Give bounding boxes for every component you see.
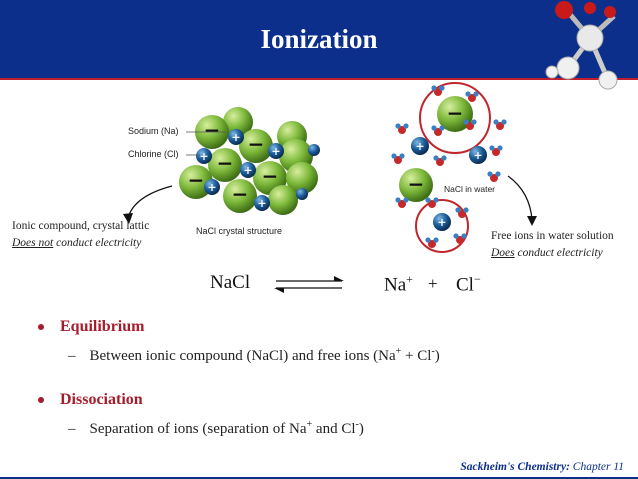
bullet-heading-row: Equilibrium — [38, 318, 598, 336]
bullet-list: Equilibrium –Between ionic compound (NaC… — [38, 318, 598, 438]
footer-line — [0, 477, 638, 479]
subtext-part: Between ionic compound (NaCl) and free i… — [89, 348, 396, 364]
bullet-dot — [38, 324, 44, 330]
svg-text:−: − — [217, 151, 234, 175]
label-nacl-in-water: NaCl in water — [444, 184, 496, 194]
svg-text:+: + — [199, 150, 208, 163]
svg-text:+: + — [271, 145, 280, 158]
footer-citation: Sackheim's Chemistry: Chapter 11 — [460, 461, 624, 473]
label-crystal-structure: NaCl crystal structure — [196, 226, 283, 236]
svg-text:−: − — [262, 164, 279, 188]
cation-symbol: Na — [384, 274, 407, 296]
svg-text:−: − — [447, 101, 464, 125]
subtext-part: and Cl — [312, 421, 356, 437]
bullet-heading: Equilibrium — [60, 318, 145, 335]
label-sodium: Sodium (Na) — [128, 126, 179, 136]
subtext-part: ) — [358, 421, 364, 437]
bullet-subtext: –Between ionic compound (NaCl) and free … — [68, 346, 598, 365]
cation-charge: + — [406, 272, 413, 286]
anion-charge: − — [473, 272, 481, 286]
molecule-model-icon — [545, 1, 618, 90]
left-caption-emphasis: Does not — [12, 237, 54, 249]
bullet-dot — [38, 397, 44, 403]
nacl-crystal-lattice: − − − − − − + + + + + + — [179, 107, 320, 215]
superscript: + — [306, 419, 313, 430]
svg-text:−: − — [408, 172, 425, 196]
subtext-part: Separation of ions (separation of Na — [89, 421, 307, 437]
left-caption-line2: Does not conduct electricity — [12, 237, 141, 249]
footer-book: Sackheim's Chemistry: — [460, 461, 570, 473]
svg-text:+: + — [257, 197, 266, 210]
bullet-item: Equilibrium –Between ionic compound (NaC… — [38, 318, 598, 365]
svg-text:+: + — [473, 149, 482, 162]
title-bar — [0, 0, 638, 80]
left-caption-line1: Ionic compound, crystal lattic — [12, 220, 150, 232]
svg-text:+: + — [207, 181, 216, 194]
bullet-subtext: –Separation of ions (separation of Na+ a… — [68, 419, 598, 438]
svg-text:+: + — [243, 164, 252, 177]
svg-text:+: + — [437, 216, 446, 229]
bullet-heading: Dissociation — [60, 391, 143, 408]
right-caption-line1: Free ions in water solution — [491, 230, 614, 242]
ions-in-water: − + − + + — [391, 82, 507, 253]
slide-title: Ionization — [260, 24, 378, 54]
svg-text:−: − — [204, 118, 221, 142]
svg-text:+: + — [231, 131, 240, 144]
equation-reactant: NaCl — [210, 272, 251, 293]
superscript: - — [431, 346, 435, 357]
equation-anion: Cl− — [456, 272, 481, 296]
dash-mark: – — [68, 421, 76, 437]
bullet-heading-row: Dissociation — [38, 391, 598, 409]
label-chlorine: Chlorine (Cl) — [128, 149, 179, 159]
subtext-part: ) — [434, 348, 440, 364]
equation-cation: Na+ — [384, 272, 413, 296]
right-caption-rest: conduct electricity — [514, 247, 603, 259]
footer-chapter: Chapter 11 — [569, 461, 624, 473]
svg-text:−: − — [248, 132, 265, 156]
left-caption-rest: conduct electricity — [53, 237, 142, 249]
right-caption-emphasis: Does — [491, 247, 515, 259]
anion-symbol: Cl — [456, 274, 474, 296]
svg-text:−: − — [232, 182, 249, 206]
svg-text:+: + — [415, 140, 424, 153]
subtext-part: + Cl — [401, 348, 432, 364]
right-caption-line2: Does conduct electricity — [491, 247, 603, 259]
bullet-item: Dissociation –Separation of ions (separa… — [38, 391, 598, 438]
equation-plus: + — [428, 274, 438, 293]
superscript: - — [355, 419, 359, 430]
svg-text:−: − — [188, 168, 205, 192]
dash-mark: – — [68, 348, 76, 364]
superscript: + — [395, 346, 402, 357]
